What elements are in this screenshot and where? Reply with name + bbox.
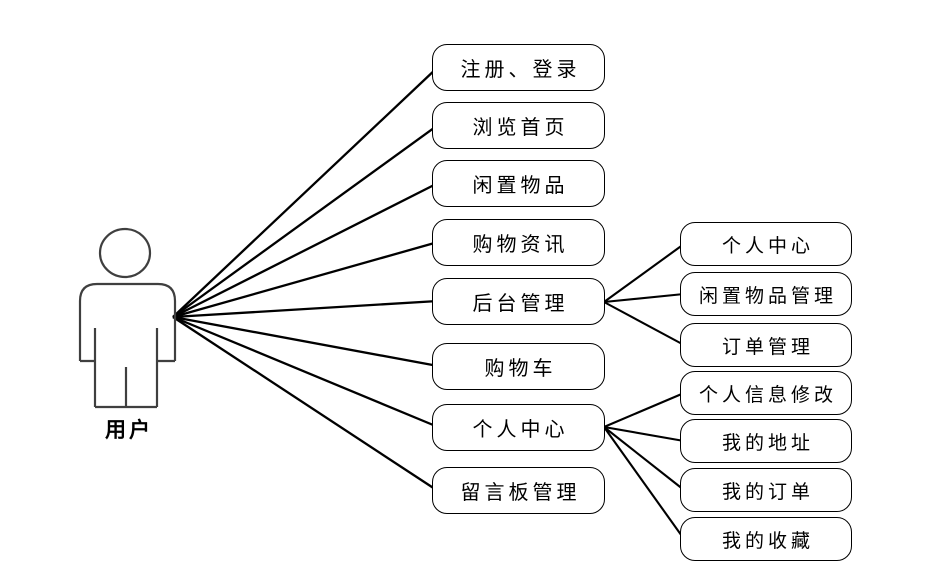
usecase-my-orders: 我的订单 <box>680 468 852 512</box>
personal-sub-lines <box>603 392 685 540</box>
usecase-idle-items: 闲置物品 <box>432 160 605 207</box>
usecase-admin-personal-center: 个人中心 <box>680 222 852 266</box>
usecase-personal-center: 个人中心 <box>432 404 605 451</box>
usecase-shopping-info: 购物资讯 <box>432 219 605 266</box>
usecase-my-address: 我的地址 <box>680 419 852 463</box>
actor-association-lines <box>172 66 439 492</box>
usecase-idle-items-management: 闲置物品管理 <box>680 272 852 316</box>
usecase-browse-home: 浏览首页 <box>432 102 605 149</box>
usecase-register-login: 注册、登录 <box>432 44 605 91</box>
actor-icon <box>78 227 177 409</box>
usecase-my-favorites: 我的收藏 <box>680 517 852 561</box>
actor-label: 用户 <box>105 419 153 442</box>
usecase-admin: 后台管理 <box>432 278 605 325</box>
admin-sub-lines <box>603 243 685 346</box>
usecase-profile-edit: 个人信息修改 <box>680 371 852 415</box>
usecase-message-board: 留言板管理 <box>432 467 605 514</box>
usecase-cart: 购物车 <box>432 343 605 390</box>
usecase-order-management: 订单管理 <box>680 323 852 367</box>
